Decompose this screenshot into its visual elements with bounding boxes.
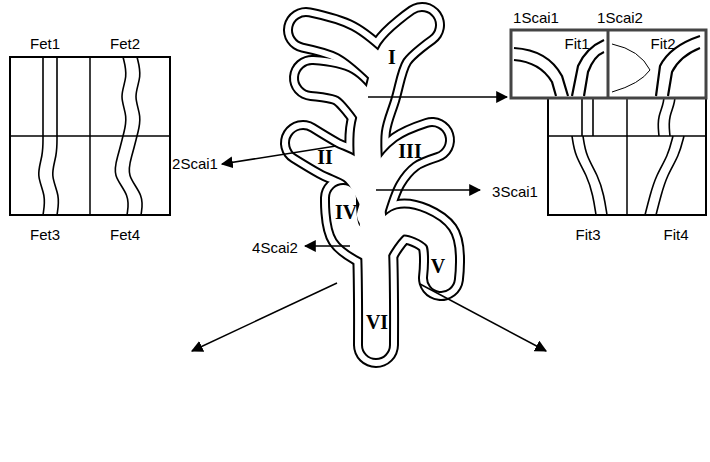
region-label: 1Scai2 — [597, 10, 643, 25]
inset-divider — [607, 30, 610, 98]
region-label: Fet4 — [110, 227, 140, 242]
cortex-band — [312, 78, 368, 110]
region-label: Fit2 — [650, 36, 675, 51]
vessel-wall — [53, 136, 59, 215]
cortex-band — [306, 30, 380, 70]
vessel-wall — [42, 57, 44, 136]
cortex-outline — [303, 25, 442, 345]
region-label: 2Scai1 — [172, 156, 218, 171]
pointer-arrow — [368, 96, 507, 98]
region-label: 3Scai1 — [492, 184, 538, 199]
sulcus-sketch — [584, 52, 604, 96]
pointer-arrow — [305, 245, 350, 247]
region-label: 4Scai2 — [252, 240, 298, 255]
cortex-band — [306, 30, 380, 70]
vessel-wall — [136, 57, 140, 136]
gyrus-number: V — [431, 256, 445, 276]
gyrus-number: III — [398, 141, 421, 161]
cortex-band — [312, 78, 368, 110]
vessel-wall — [39, 136, 45, 215]
region-label: Fet1 — [30, 36, 60, 51]
cortex-band — [312, 78, 368, 110]
vessel-wall — [572, 136, 596, 215]
vessel-wall — [656, 136, 684, 215]
region-label: Fit1 — [564, 36, 589, 51]
sulcus-sketch — [514, 60, 556, 96]
sulcus-sketch — [612, 44, 650, 92]
inset-panels — [10, 30, 706, 215]
vessel-wall — [56, 57, 58, 136]
region-label: Fit3 — [575, 227, 600, 242]
vessel-wall — [129, 136, 142, 215]
inset-frame — [511, 30, 706, 98]
inset-divider — [10, 135, 170, 137]
region-label: Fit4 — [663, 227, 688, 242]
inset-frame — [10, 57, 170, 215]
sulcus-sketch — [668, 48, 700, 96]
region-label: Fet2 — [110, 36, 140, 51]
gyrus-number: I — [388, 47, 396, 67]
gyrus-number: IV — [335, 202, 357, 222]
gyrus-number: VI — [366, 312, 388, 332]
gyrus-number: II — [317, 147, 333, 167]
cortex-band — [312, 78, 368, 110]
region-label: 1Scai1 — [513, 10, 559, 25]
pointer-arrow — [420, 284, 546, 351]
pointer-arrow — [192, 283, 337, 351]
sulcus-sketch — [514, 48, 568, 96]
vessel-wall — [115, 136, 128, 215]
region-label: Fet3 — [30, 227, 60, 242]
vessel-wall — [122, 57, 126, 136]
vessel-wall — [583, 136, 607, 215]
pointer-arrows — [192, 97, 546, 351]
pointer-arrow — [376, 189, 480, 191]
